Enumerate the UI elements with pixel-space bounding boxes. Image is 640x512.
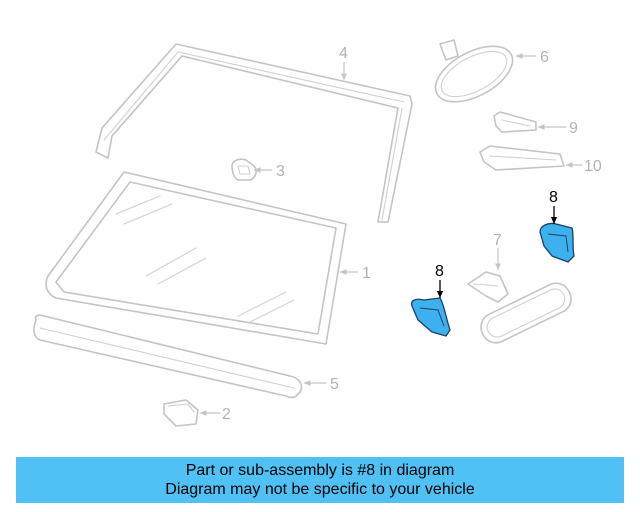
part-4-frame	[95, 43, 413, 223]
part-8-highlight-left	[410, 297, 451, 337]
callout-2: 2	[222, 406, 231, 423]
part-2-clip	[163, 399, 199, 427]
callout-7: 7	[493, 232, 502, 249]
callout-5: 5	[330, 376, 339, 393]
callout-8-right: 8	[549, 189, 558, 206]
part-10-cover	[479, 145, 565, 171]
callout-10: 10	[584, 158, 602, 175]
part-6-mirror	[434, 39, 514, 103]
part-3-pad	[231, 158, 257, 181]
part-9-bracket	[493, 111, 537, 133]
callout-9: 9	[569, 120, 578, 137]
callout-6: 6	[540, 49, 549, 66]
callout-1: 1	[362, 265, 371, 282]
part-7-mirror	[467, 271, 572, 344]
part-5-molding	[33, 314, 303, 399]
parts-diagram: 1 2 3 4 5 6 7 9 10 8 8	[33, 39, 602, 427]
banner-line-1: Part or sub-assembly is #8 in diagram	[185, 462, 455, 479]
callout-4: 4	[339, 45, 348, 62]
part-1-windshield	[45, 171, 347, 345]
info-banner: Part or sub-assembly is #8 in diagram Di…	[16, 457, 624, 503]
callout-8-left: 8	[435, 263, 444, 280]
banner-line-2: Diagram may not be specific to your vehi…	[165, 481, 475, 498]
part-8-highlight-right	[539, 222, 575, 263]
highlight-leaders	[436, 206, 558, 298]
callout-3: 3	[276, 163, 285, 180]
leaders	[200, 53, 582, 416]
